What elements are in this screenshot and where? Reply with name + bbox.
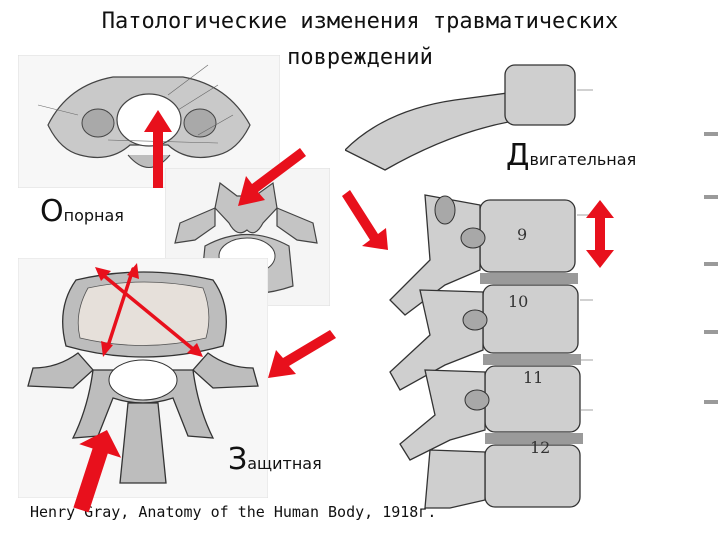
label-support-initial: О xyxy=(40,194,64,229)
decor-dash xyxy=(704,330,718,334)
red-arrow-diagonal-cervical xyxy=(238,148,306,206)
red-cross-arrows xyxy=(95,263,203,357)
red-arrow-up-thoracic xyxy=(73,430,122,513)
vertebra-number-9: 9 xyxy=(517,225,528,244)
label-protective: Защитная xyxy=(228,442,322,477)
decor-dash xyxy=(704,132,718,136)
label-motor-initial: Д xyxy=(506,138,530,173)
label-motor: Двигательная xyxy=(506,138,636,173)
image-credit: Henry Gray, Anatomy of the Human Body, 1… xyxy=(30,503,437,521)
label-support-rest: порная xyxy=(63,206,124,225)
vertebra-number-12: 12 xyxy=(530,438,551,457)
decor-dash xyxy=(704,400,718,404)
red-arrow-up-atlas xyxy=(144,110,172,188)
label-support: Опорная xyxy=(40,194,124,229)
label-protective-initial: З xyxy=(228,442,248,477)
label-protective-rest: ащитная xyxy=(247,454,322,473)
red-arrow-diagonal-spine xyxy=(342,190,388,250)
label-motor-rest: вигательная xyxy=(529,150,637,169)
title-line-2: повреждений xyxy=(287,45,433,70)
vertebra-number-10: 10 xyxy=(508,292,529,311)
decor-dash xyxy=(704,262,718,266)
title-line-1: Патологические изменения травматических xyxy=(101,9,619,34)
red-double-arrow-vertical xyxy=(586,200,614,268)
thoracic-vertebra-illustration xyxy=(18,258,268,498)
atlas-illustration xyxy=(18,55,280,188)
spine-lateral-illustration xyxy=(345,64,593,509)
slide-title: Патологические изменения травматических … xyxy=(0,4,720,76)
red-arrow-diagonal-foramen xyxy=(268,330,336,378)
vertebra-number-11: 11 xyxy=(523,368,544,387)
decor-dash xyxy=(704,195,718,199)
